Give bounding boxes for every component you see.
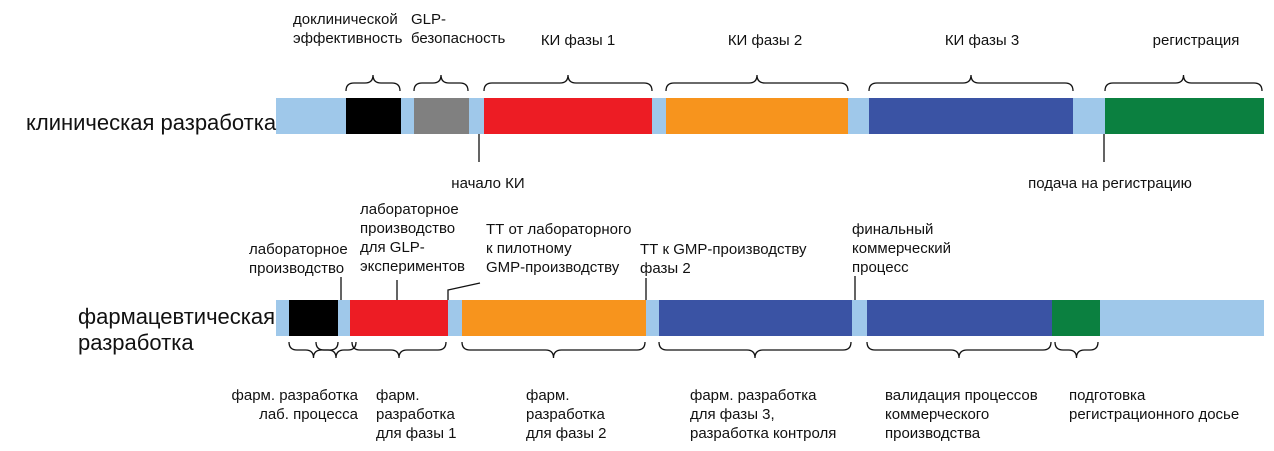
label-pharm-lab-process: фарм. разработка лаб. процесса xyxy=(231,387,358,423)
label-commercial-validation: валидация процессов коммерческого произв… xyxy=(885,387,1038,442)
pharma-segment-glp-lab-production xyxy=(350,300,448,336)
clinical-row-title: клиническая разработка xyxy=(26,110,277,135)
brace-dossier xyxy=(1054,341,1099,359)
brace-preclinical xyxy=(345,74,401,92)
brace-phase-1 xyxy=(483,74,653,92)
pharma-segment-pharm-phase-2 xyxy=(462,300,646,336)
pharma-segment-pharm-phase-3 xyxy=(659,300,852,336)
clinical-segment-glp-safety xyxy=(414,98,469,134)
clinical-segment-registration xyxy=(1105,98,1264,134)
label-pharm-phase-1: фарм. разработка для фазы 1 xyxy=(376,387,457,442)
label-glp-lab-production: лабораторное производство для GLP- экспе… xyxy=(360,201,466,275)
label-final-process: финальный коммерческий процесс xyxy=(852,221,952,276)
label-ki-phase-1: КИ фазы 1 xyxy=(540,32,616,49)
brace-registration xyxy=(1104,74,1263,92)
brace-validation xyxy=(866,341,1052,359)
pharma-segment-lab-production xyxy=(289,300,338,336)
label-pharm-phase-3: фарм. разработка для фазы 3, разработка … xyxy=(690,387,837,442)
label-pharm-phase-2: фарм. разработка для фазы 2 xyxy=(526,387,607,442)
clinical-segment-preclinical-efficacy xyxy=(346,98,401,134)
label-tt-pilot: ТТ от лабораторного к пилотному GMP-прои… xyxy=(486,221,632,276)
brace-pharm-phase-1 xyxy=(351,341,447,359)
label-preclinical-efficacy: доклинической эффективность xyxy=(293,11,403,47)
pharma-row-title: фармацевтическая разработка xyxy=(78,304,276,355)
label-registration: регистрация xyxy=(1152,32,1240,49)
brace-phase-2 xyxy=(665,74,849,92)
brace-lab-process-1 xyxy=(288,341,339,359)
brace-pharm-phase-2 xyxy=(461,341,646,359)
leader-tt-pilot xyxy=(447,282,481,300)
brace-glp xyxy=(413,74,469,92)
label-ki-phase-2: КИ фазы 2 xyxy=(727,32,803,49)
label-ki-phase-3: КИ фазы 3 xyxy=(944,32,1020,49)
pharma-segment-commercial-validation xyxy=(867,300,1052,336)
clinical-segment-ki-phase-2 xyxy=(666,98,848,134)
clinical-segment-ki-phase-1 xyxy=(484,98,652,134)
label-tt-gmp: ТТ к GMP-производству фазы 2 xyxy=(640,241,807,277)
label-submission: подача на регистрацию xyxy=(1028,175,1192,192)
pharma-segment-registration-dossier xyxy=(1052,300,1100,336)
brace-lab-process-2 xyxy=(315,341,357,359)
label-registration-dossier: подготовка регистрационного досье xyxy=(1069,387,1240,423)
label-lab-production: лабораторное производство xyxy=(249,241,348,277)
clinical-segment-ki-phase-3 xyxy=(869,98,1073,134)
label-start-ki: начало КИ xyxy=(451,175,525,192)
label-glp-safety: GLP- безопасность xyxy=(411,11,506,47)
brace-phase-3 xyxy=(868,74,1074,92)
brace-pharm-phase-3 xyxy=(658,341,852,359)
